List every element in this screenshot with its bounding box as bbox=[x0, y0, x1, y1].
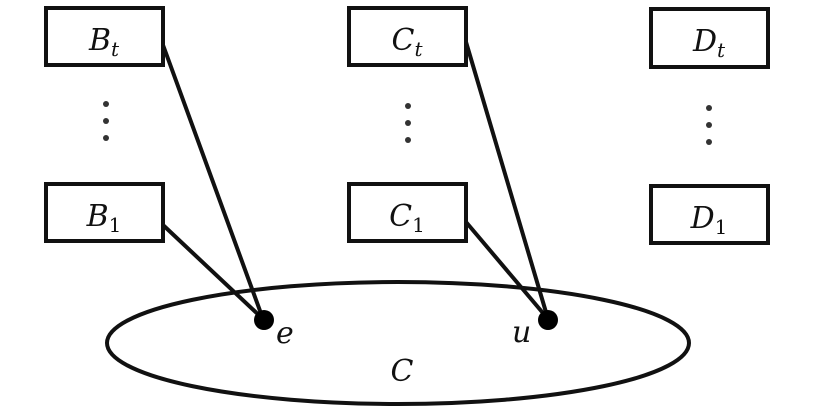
box-c-1-label: C1 bbox=[389, 199, 425, 237]
box-b-1: B1 bbox=[44, 182, 165, 243]
cluster-label: C bbox=[391, 354, 414, 389]
vertex-e bbox=[254, 310, 274, 330]
vertex-u-label: u bbox=[512, 315, 531, 350]
edge-b1-e bbox=[161, 223, 265, 321]
box-c-1: C1 bbox=[347, 182, 468, 243]
edge-c1-u bbox=[464, 220, 550, 321]
vertical-ellipsis-d bbox=[706, 105, 712, 145]
box-b-1-label: B1 bbox=[86, 199, 122, 237]
box-d-t-label: Dt bbox=[692, 24, 726, 62]
edge-ct-u bbox=[464, 40, 550, 321]
box-c-t-label: Ct bbox=[391, 23, 423, 61]
vertical-ellipsis-c bbox=[405, 103, 411, 143]
box-d-1: D1 bbox=[649, 184, 770, 245]
box-b-t: Bt bbox=[44, 6, 165, 67]
cluster-ellipse bbox=[105, 280, 691, 406]
box-c-t: Ct bbox=[347, 6, 468, 67]
vertex-u bbox=[538, 310, 558, 330]
box-b-t-label: Bt bbox=[88, 23, 120, 61]
box-d-1-label: D1 bbox=[690, 201, 728, 239]
box-d-t: Dt bbox=[649, 7, 770, 69]
vertex-e-label: e bbox=[276, 316, 294, 351]
edge-bt-e bbox=[161, 43, 265, 321]
vertical-ellipsis-b bbox=[103, 101, 109, 141]
